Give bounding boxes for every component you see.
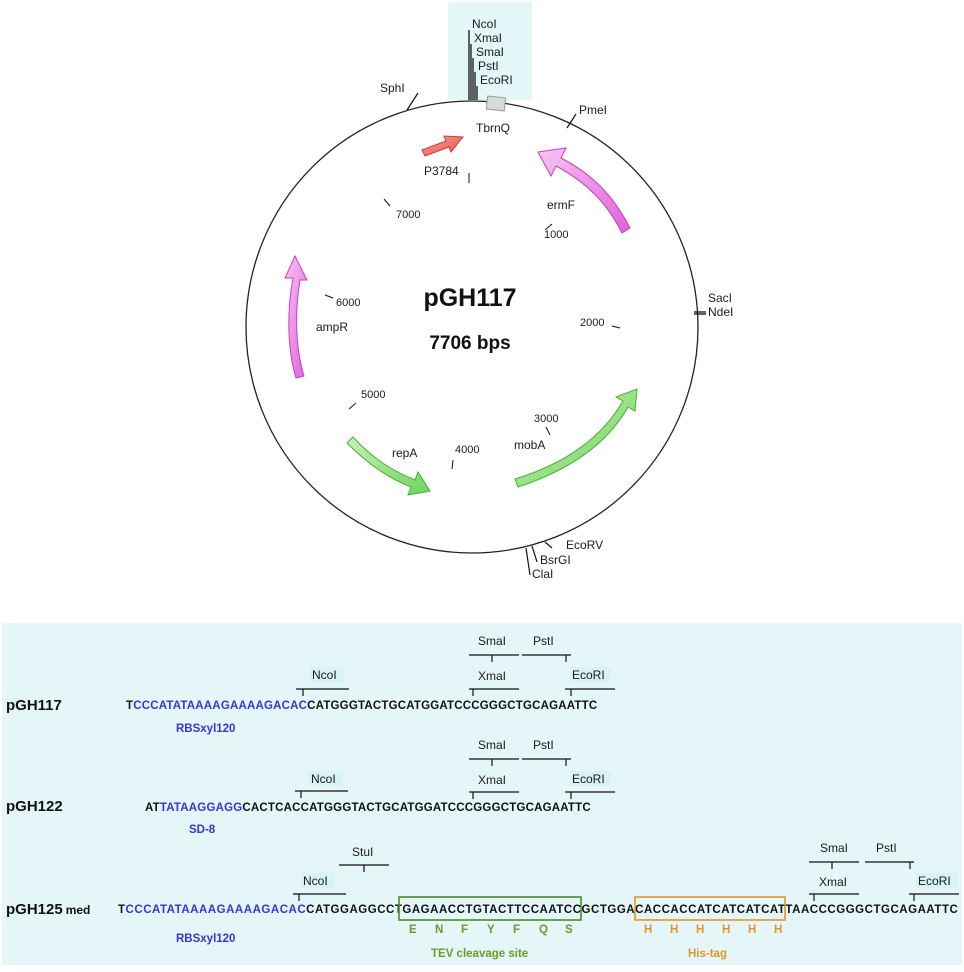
mcs-lines: [468, 30, 478, 100]
his-label: His-tag: [688, 948, 727, 960]
arrow-ampr: [284, 254, 308, 379]
site-label-sphi: SphI: [380, 81, 405, 95]
site-label-clai: ClaI: [532, 567, 553, 581]
site-smai: SmaI: [478, 738, 506, 752]
mcs-label-ecori: EcoRI: [480, 73, 513, 87]
construct-pgh117: pGH117 TCCCATATAAAAGAAAAGACACCATGGGTACTG…: [6, 634, 615, 735]
sequence: ATTATAAGGAGGCACTCACCATGGGTACTGCATGGATCCC…: [145, 802, 591, 814]
construct-pgh122: pGH122 ATTATAAGGAGGCACTCACCATGGGTACTGCAT…: [6, 738, 615, 836]
site-label-ecorv: EcoRV: [566, 538, 603, 552]
feature-label-repa: repA: [392, 446, 417, 460]
plasmid-map: NcoI XmaI SmaI PstI EcoRI TbrnQ SphI Pme…: [245, 2, 733, 581]
rbs-label: RBSxyl120: [176, 723, 235, 735]
his-aminoacids: H H H H H H: [644, 924, 782, 936]
feature-label-moba: mobA: [514, 438, 545, 452]
svg-text:F: F: [513, 924, 520, 936]
site-smai: SmaI: [478, 634, 506, 648]
svg-text:H: H: [644, 924, 652, 936]
tev-aminoacids: E N F Y F Q S: [409, 924, 573, 936]
svg-text:H: H: [670, 924, 678, 936]
rbs-label: RBSxyl120: [176, 933, 235, 945]
svg-text:H: H: [748, 924, 756, 936]
svg-text:N: N: [435, 924, 443, 936]
site-ncoi: NcoI: [303, 874, 328, 888]
feature-label-ampr: ampR: [316, 320, 348, 334]
mcs-label-psti: PstI: [478, 59, 499, 73]
svg-text:H: H: [696, 924, 704, 936]
mcs-label-smai: SmaI: [476, 45, 504, 59]
site-xmai: XmaI: [819, 875, 847, 889]
feature-label-p3784: P3784: [424, 164, 459, 178]
svg-text:Q: Q: [539, 924, 548, 936]
site-label-pmei: PmeI: [579, 103, 607, 117]
site-tick-sphi: [406, 92, 419, 111]
site-xmai: XmaI: [478, 669, 506, 683]
svg-text:S: S: [565, 924, 573, 936]
plasmid-size: 7706 bps: [429, 333, 510, 354]
svg-text:E: E: [409, 924, 417, 936]
bp-tick-1000: 1000: [544, 229, 568, 241]
construct-name: pGH122: [6, 798, 63, 815]
his-box: [634, 896, 786, 921]
feature-label-tbrnq: TbrnQ: [476, 121, 510, 135]
feature-label-ermf: ermF: [547, 198, 575, 212]
construct-name: pGH117: [6, 697, 62, 714]
site-tick-clai: [525, 547, 531, 576]
arrow-ermf: [537, 147, 631, 234]
site-label-ndei: NdeI: [708, 305, 733, 319]
sequence-panel: [2, 623, 962, 965]
svg-text:H: H: [774, 924, 782, 936]
site-psti: PstI: [533, 634, 554, 648]
plasmid-name: pGH117: [423, 284, 516, 312]
site-ncoi: NcoI: [311, 772, 336, 786]
arrow-p3784: [421, 135, 464, 157]
tev-box: [398, 896, 582, 921]
tev-label: TEV cleavage site: [431, 948, 528, 960]
site-ncoi: NcoI: [312, 668, 337, 682]
arrow-moba: [514, 388, 638, 488]
bp-tick-7000: 7000: [396, 209, 420, 221]
svg-text:F: F: [461, 924, 468, 936]
site-tick-ecorv: [544, 541, 553, 549]
site-psti: PstI: [876, 841, 897, 855]
site-xmai: XmaI: [478, 773, 506, 787]
site-label-bsrgi: BsrGI: [540, 553, 571, 567]
bp-tick-5000: 5000: [361, 389, 385, 401]
bp-tick-4000: 4000: [455, 444, 479, 456]
site-psti: PstI: [533, 738, 554, 752]
sequence: TCCCATATAAAAGAAAAGACACCATGGGTACTGCATGGAT…: [126, 700, 597, 712]
sd-label: SD-8: [189, 824, 216, 836]
mcs-highlight: [448, 2, 532, 100]
site-ecori: EcoRI: [918, 874, 951, 888]
site-smai: SmaI: [820, 841, 848, 855]
site-ecori: EcoRI: [572, 772, 605, 786]
terminator-tbrnq: [485, 95, 507, 112]
site-tick-pmei: [566, 113, 577, 129]
arrow-repa: [346, 436, 431, 496]
sequence: TCCCATATAAAAGAAAAGACACCATGGAGGCCTGAGAACC…: [118, 904, 958, 916]
bp-tick-6000: 6000: [336, 297, 360, 309]
svg-text:H: H: [722, 924, 730, 936]
bp-tick-2000: 2000: [580, 317, 604, 329]
svg-text:Y: Y: [487, 924, 495, 936]
mcs-label-xmai: XmaI: [474, 31, 502, 45]
plasmid-backbone: [245, 100, 699, 554]
site-tick-bsrgi: [531, 545, 538, 563]
site-stui: StuI: [352, 845, 373, 859]
site-ecori: EcoRI: [572, 668, 605, 682]
mcs-label-ncoi: NcoI: [472, 17, 497, 31]
site-label-saci: SacI: [708, 291, 732, 305]
bp-tick-3000: 3000: [534, 413, 558, 425]
